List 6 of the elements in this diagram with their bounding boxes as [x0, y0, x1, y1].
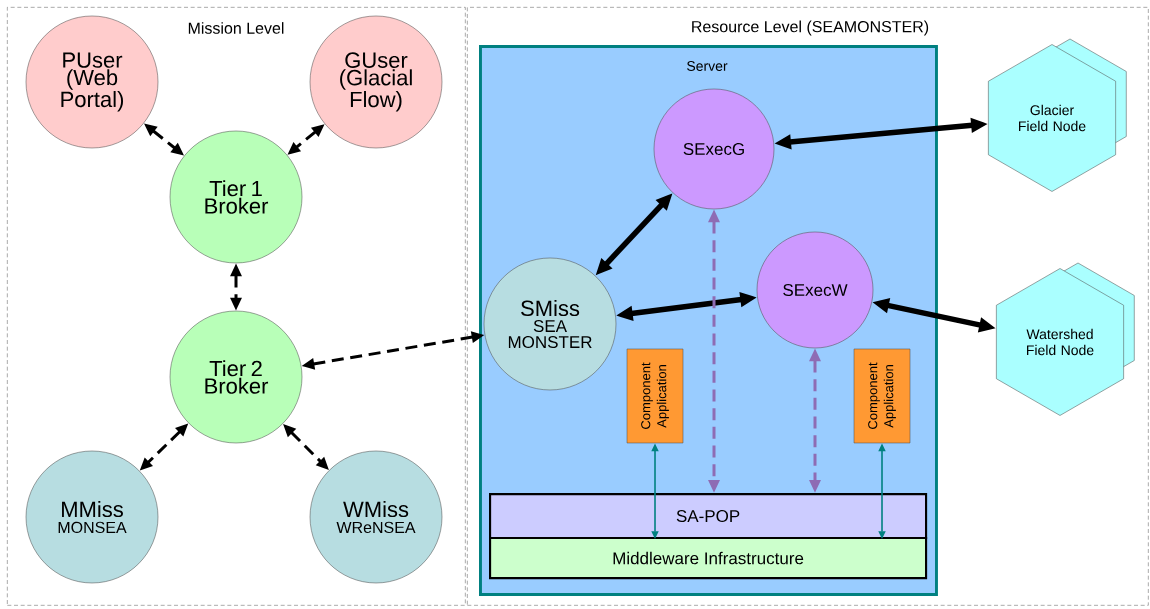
sa-pop-layer: SA-POP — [489, 493, 928, 540]
field-node-hexagon: Watershed Field Node — [996, 262, 1135, 416]
middleware-layer: Middleware Infrastructure — [489, 537, 928, 580]
field-node-hexagon: Glacier Field Node — [988, 38, 1127, 192]
component-box: Component Application — [626, 348, 684, 444]
component-box: Component Application — [853, 348, 911, 444]
